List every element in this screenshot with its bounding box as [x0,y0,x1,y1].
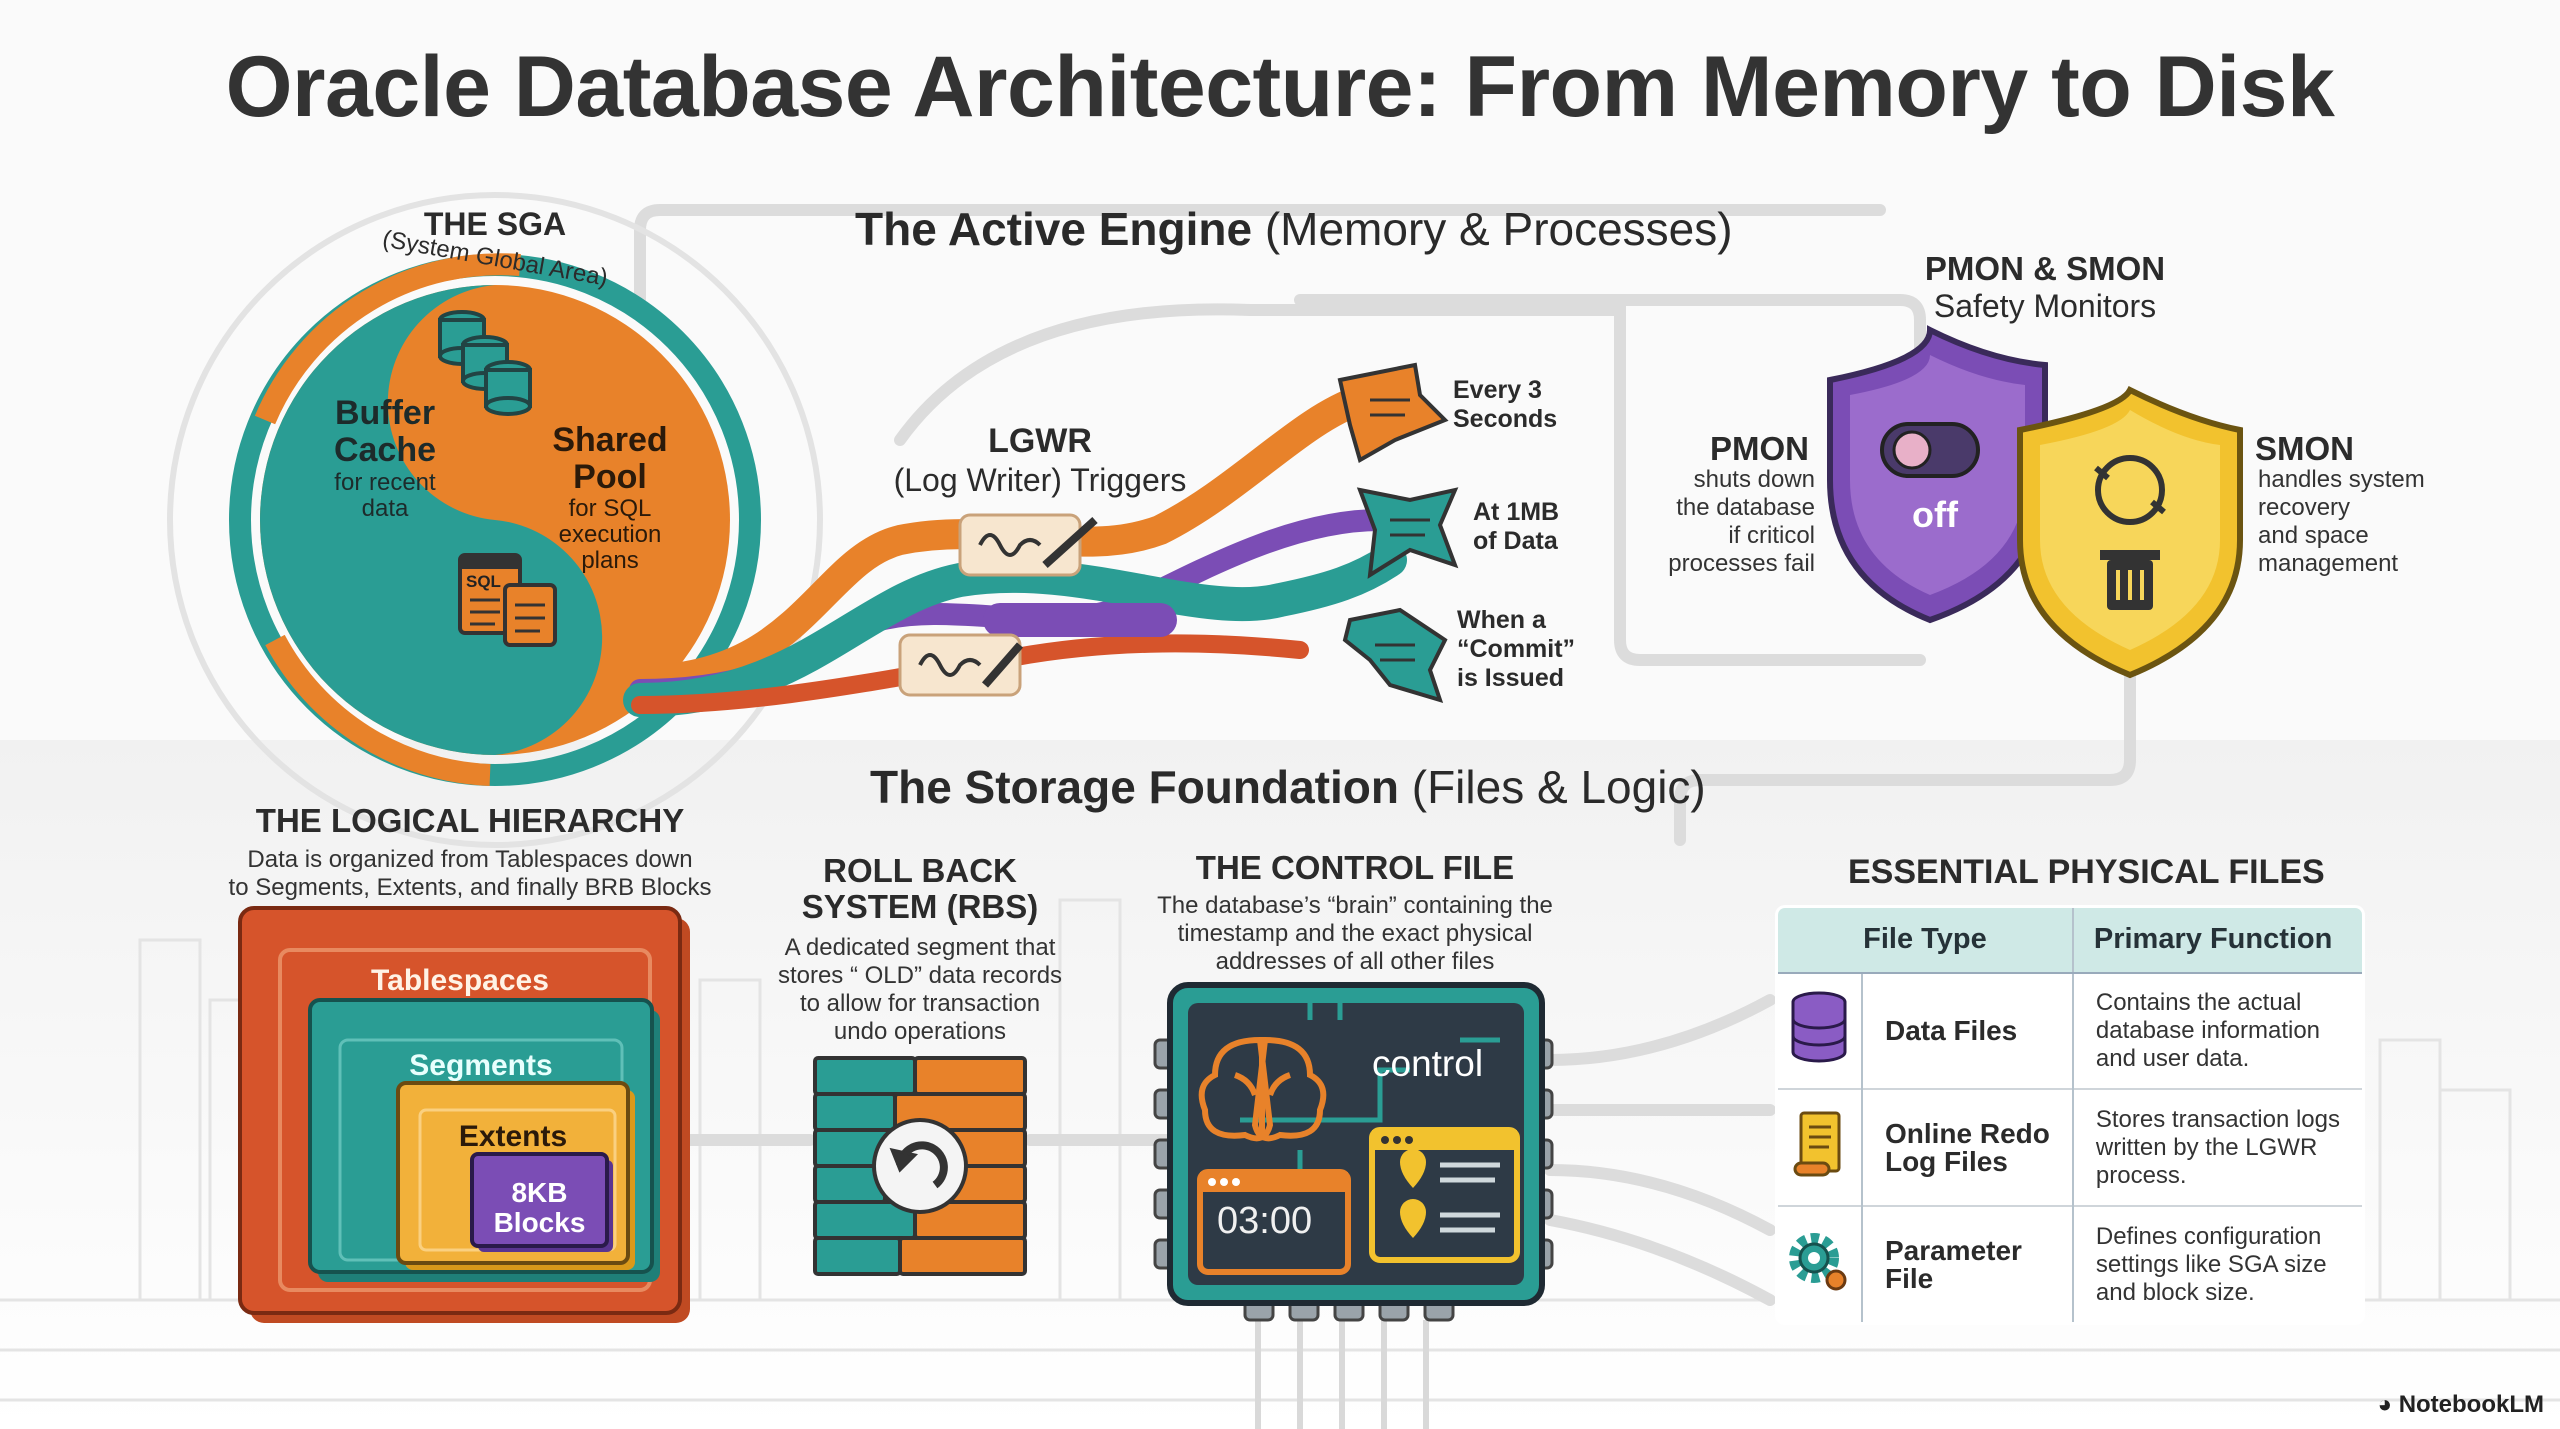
brand-icon: ◕ [2377,1391,2393,1418]
lgwr-title: LGWR [988,422,1092,460]
brand-label: NotebookLM [2398,1391,2544,1418]
rbs-title: ROLL BACK SYSTEM (RBS) [801,852,1039,925]
level-extents: Extents [458,1120,568,1153]
control-clock: 03:00 [1217,1200,1313,1242]
smon-title: SMON [2255,430,2354,467]
level-blocks: 8KB Blocks [493,1177,586,1238]
control-chip [1153,982,1554,1322]
function-parameter: Defines configuration settings like SGA … [2071,1205,2362,1322]
database-icon [1791,991,1847,1063]
trigger-at-1mb: At 1MB of Data [1473,498,1560,555]
sql-label: SQL [466,572,501,591]
sga-orange-arc-low [265,634,491,786]
logical-title: THE LOGICAL HIERARCHY [255,802,685,839]
section-active-subtitle: (Memory & Processes) [1264,203,1733,255]
header-file-type: File Type [1778,908,2073,974]
function-data-files: Contains the actual database information… [2071,971,2362,1090]
control-file-cables [1255,1320,1429,1429]
function-redo-log: Stores transaction logs written by the L… [2071,1088,2362,1207]
hierarchy-boxes [238,906,690,1323]
level-segments: Segments [409,1049,553,1082]
sql-document-icon [458,553,557,647]
trigger-every-3-seconds: Every 3 Seconds [1453,376,1558,433]
monitors-subtitle: Safety Monitors [1933,288,2157,324]
signature-pen-icon [958,513,1098,577]
smon-desc: handles system recovery and space manage… [2258,466,2425,577]
row-icon-cell [1778,971,1862,1090]
control-title: THE CONTROL FILE [1195,849,1515,886]
table-row: Parameter File Defines configuration set… [1778,1205,2362,1322]
table-row: Data Files Contains the actual database … [1778,971,2362,1090]
brain-icon [1198,1036,1327,1142]
smon-shield [2017,385,2243,679]
trigger-star-teal [1342,607,1448,704]
pmon-shield [1827,325,2048,624]
trigger-star-orange [1337,362,1449,464]
pmon-switch-label: off [1912,494,1958,535]
shared-pool-desc: for SQL execution plans [558,495,662,574]
physical-title: ESSENTIAL PHYSICAL FILES [1848,853,2325,891]
sga-title: THE SGA [423,206,567,242]
section-storage-subtitle: (Files & Logic) [1411,761,1706,813]
sga-outer-ring [167,192,823,848]
trigger-commit: When a “Commit” is Issued [1457,606,1576,692]
rbs-stack [813,1056,1027,1276]
gear-icon [1789,1233,1847,1291]
sga-orange-arc [254,253,521,425]
pmon-desc: shuts down the database if criticol proc… [1668,466,1815,577]
shared-pool-title: Shared Pool [552,421,668,496]
table-row: Online Redo Log Files Stores transaction… [1778,1088,2362,1207]
lgwr-subtitle: (Log Writer) Triggers [893,462,1187,498]
header-primary-function: Primary Function [2071,908,2362,974]
physical-files-table: File Type Primary Function Data Files Co… [1775,905,2365,1325]
monitors-title: PMON & SMON [1924,250,2166,287]
trigger-star-teal [1356,487,1459,579]
section-active-title: The Active Engine [855,203,1253,255]
pmon-title: PMON [1710,430,1809,467]
brand-logo: ◕ NotebookLM [2378,1391,2544,1419]
section-active-heading: The Active Engine (Memory & Processes) [855,202,1733,256]
level-tablespaces: Tablespaces [371,964,549,997]
database-stack-icon [438,310,532,416]
rbs-desc: A dedicated segment that stores “ OLD” d… [777,934,1063,1045]
control-chip-label: control [1372,1043,1484,1084]
file-type-data-files: Data Files [1860,971,2073,1090]
buffer-cache-desc: for recent data [334,469,436,522]
page-title: Oracle Database Architecture: From Memor… [225,39,2335,135]
scroll-icon [1793,1111,1841,1177]
buffer-cache-title: Buffer Cache [333,394,437,469]
file-type-redo-log: Online Redo Log Files [1860,1088,2073,1207]
signature-pen-icon [898,633,1024,697]
logical-desc: Data is organized from Tablespaces down … [228,846,712,901]
row-icon-cell [1778,1088,1862,1207]
row-icon-cell [1778,1205,1862,1322]
section-storage-heading: The Storage Foundation (Files & Logic) [870,760,1706,814]
location-pin-icon [1400,1149,1426,1238]
pipe-connectors [634,204,2136,1306]
control-desc: The database’s “brain” containing the ti… [1157,892,1553,975]
section-storage-title: The Storage Foundation [870,761,1399,813]
file-type-parameter: Parameter File [1860,1205,2073,1322]
table-header-row: File Type Primary Function [1778,908,2362,974]
